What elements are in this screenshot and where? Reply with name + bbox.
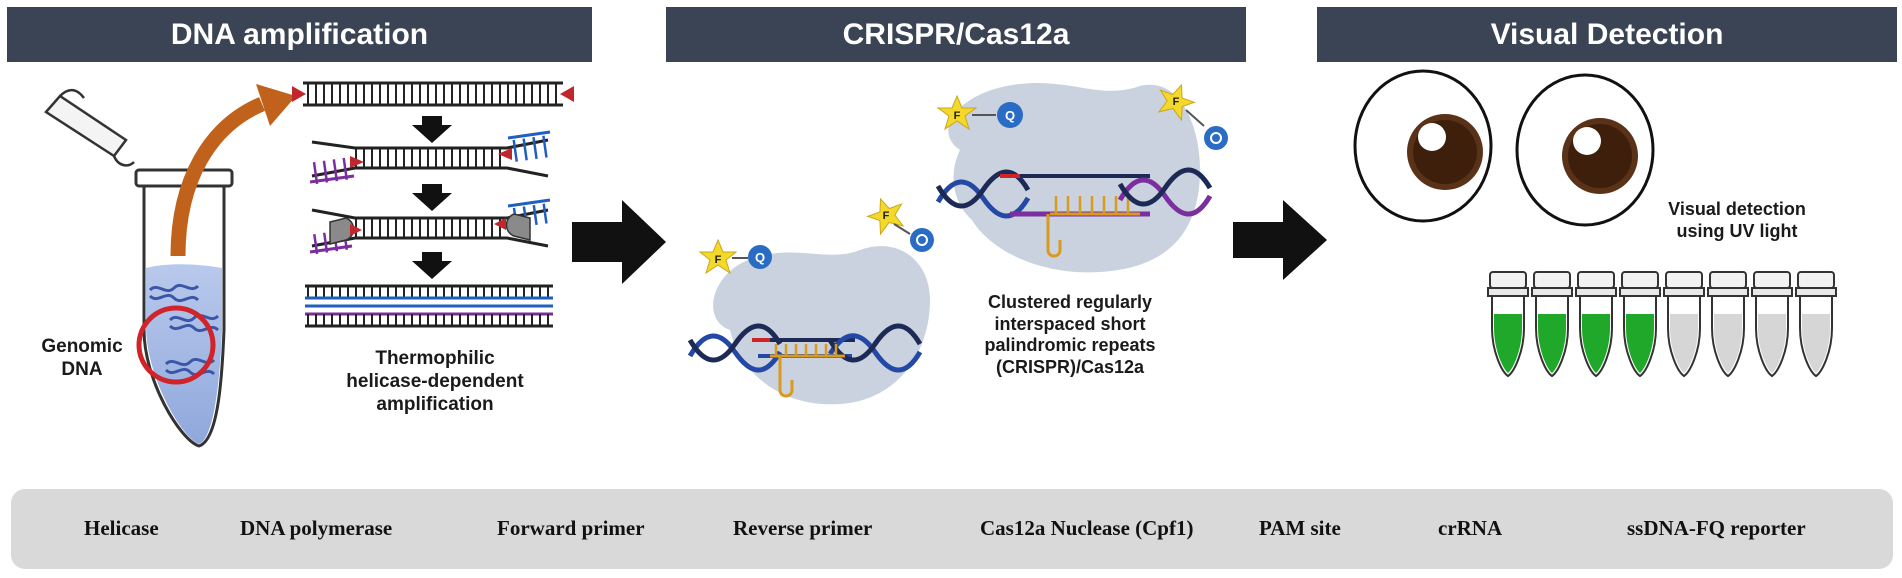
svg-text:Q: Q — [755, 250, 765, 265]
microcentrifuge-tube — [134, 168, 234, 448]
down-arrow-1 — [412, 116, 452, 143]
legend-helicase-label: Helicase — [84, 516, 159, 540]
detection-tube — [1707, 271, 1749, 378]
legend-pam-site-label: PAM site — [1259, 516, 1341, 540]
svg-text:F: F — [883, 210, 890, 222]
crispr-description-label: Clustered regularly interspaced short pa… — [984, 292, 1156, 377]
down-arrow-3 — [412, 252, 452, 279]
down-arrow-2 — [412, 184, 452, 211]
process-arrow-2 — [1233, 200, 1327, 280]
detection-tube — [1619, 271, 1661, 378]
tube-lid — [44, 88, 135, 167]
svg-text:F: F — [954, 110, 961, 122]
detection-tube — [1663, 271, 1705, 378]
polymerase-extension — [309, 198, 551, 255]
legend-forward-primer-label: Forward primer — [497, 516, 645, 540]
detection-tube — [1795, 271, 1837, 378]
eye-right — [1515, 73, 1655, 227]
orange-curved-arrow — [170, 84, 296, 257]
cas12a-complex-large — [935, 82, 1213, 273]
legend — [11, 489, 1893, 569]
uv-detection-label: Visual detection using UV light — [1668, 199, 1806, 241]
detection-tube — [1487, 271, 1529, 378]
process-arrow-1 — [572, 200, 666, 284]
svg-text:F: F — [1173, 96, 1180, 108]
legend-reporter-label: ssDNA-FQ reporter — [1627, 516, 1806, 540]
legend-reverse-primer-label: Reverse primer — [733, 516, 873, 540]
dsdna-template — [292, 81, 574, 107]
tube-row — [1487, 271, 1837, 378]
detection-tube — [1751, 271, 1793, 378]
header-dna-amplification: DNA amplification — [7, 7, 592, 62]
thda-label: Thermophilic helicase-dependent amplific… — [346, 348, 524, 415]
svg-text:Q: Q — [1005, 108, 1015, 123]
header-visual-detection: Visual Detection — [1317, 7, 1897, 62]
svg-text:F: F — [715, 254, 722, 266]
legend-crrna-label: crRNA — [1438, 516, 1503, 540]
cas12a-complex-small — [687, 246, 930, 405]
cleaved-reporter-2: F — [1157, 83, 1228, 150]
detection-tube — [1531, 271, 1573, 378]
legend-dna-polymerase-label: DNA polymerase — [240, 516, 393, 540]
legend-cas12a-nuclease-label: Cas12a Nuclease (Cpf1) — [980, 516, 1194, 540]
header-crispr: CRISPR/Cas12a — [666, 7, 1246, 62]
ssdna-fq-reporter-2: F Q — [936, 94, 1023, 131]
detection-tube — [1575, 271, 1617, 378]
cleaved-reporter-1: F — [866, 197, 934, 252]
ssdna-fq-reporter-1: F Q — [698, 238, 772, 275]
helicase-unwinding — [309, 130, 551, 185]
amplified-dsdna — [305, 284, 553, 328]
genomic-dna-label: Genomic DNA — [41, 336, 123, 380]
eye-left — [1353, 69, 1493, 223]
